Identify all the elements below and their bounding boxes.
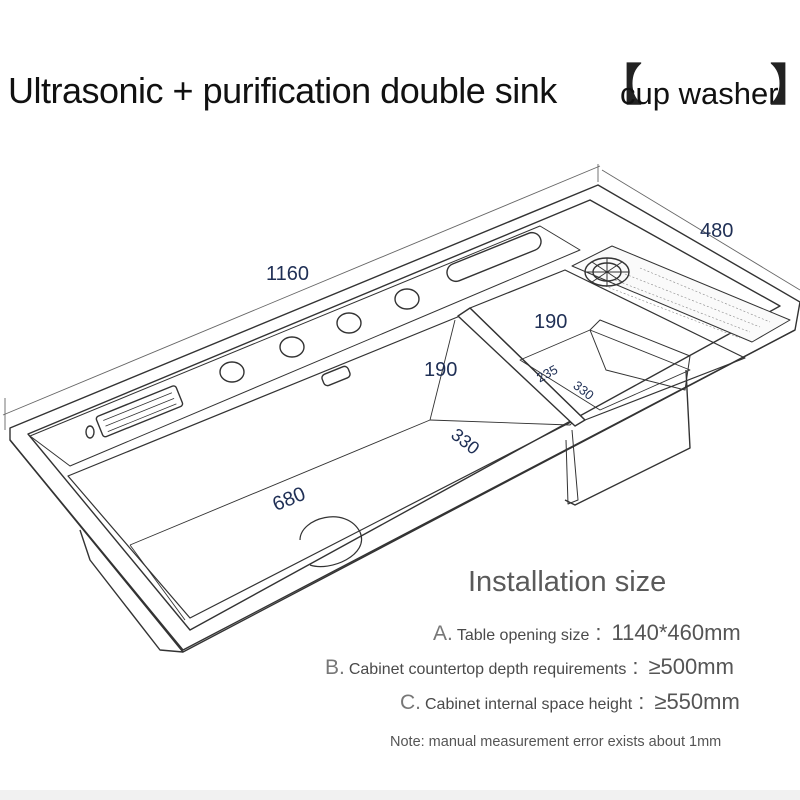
spec-text: Cabinet countertop depth requirements [348, 661, 627, 678]
small-basin [469, 269, 746, 421]
sink-outer-rim [9, 184, 800, 653]
sink-body-right [564, 369, 691, 506]
knife-holder [95, 385, 184, 438]
spec-text: Table opening size [456, 627, 590, 644]
sink-inner-rim [27, 199, 781, 631]
main-basin-floor [129, 544, 186, 621]
sink-back-shelf [29, 225, 581, 467]
spec-row-a: A.Table opening size:1140*460mm [433, 620, 741, 646]
bottom-divider [0, 790, 800, 800]
spec-colon: : [638, 689, 645, 714]
divider-post [565, 429, 579, 505]
control-button-1 [219, 361, 245, 383]
main-basin-wall [429, 319, 456, 421]
spec-row-b: B.Cabinet countertop depth requirements:… [325, 654, 734, 680]
spec-value: ≥500mm [648, 654, 734, 679]
dim-width-label: 480 [700, 220, 733, 242]
dim-main-depth-label: 190 [424, 359, 457, 381]
installation-title: Installation size [468, 566, 667, 598]
control-button-2 [279, 336, 305, 358]
cup-washer-head [584, 257, 630, 287]
cup-washer-bay [589, 319, 691, 391]
title-bracket-close: 】 [770, 64, 800, 108]
dim-length-label: 1160 [266, 263, 309, 285]
spec-colon: : [632, 654, 639, 679]
spec-colon: : [595, 620, 602, 645]
control-button-3 [336, 312, 362, 334]
dimension-line-length [2, 165, 601, 416]
spec-letter: A. [433, 622, 453, 645]
sensor-dot [85, 425, 95, 439]
title-tag: cup washer [620, 76, 779, 111]
faucet-slot [321, 365, 351, 387]
cup-washer-grid [604, 267, 771, 339]
drain-hole [299, 516, 363, 568]
sink-body-left [79, 529, 184, 653]
control-button-4 [394, 288, 420, 310]
spec-text: Cabinet internal space height [425, 696, 633, 713]
sink-rim-edge [9, 329, 796, 651]
spec-value: 1140*460mm [611, 620, 741, 645]
measurement-note: Note: manual measurement error exists ab… [390, 734, 722, 750]
spec-value: ≥550mm [654, 689, 740, 714]
small-basin-floor [519, 329, 691, 411]
dimension-line-width [601, 169, 800, 291]
title-bracket-open: 【 [598, 60, 642, 111]
spec-letter: C. [400, 691, 421, 714]
display-bar [446, 231, 542, 283]
page-title: Ultrasonic + purification double sink [8, 70, 557, 111]
cup-washer-panel [571, 245, 791, 343]
spec-letter: B. [325, 656, 345, 679]
dim-small-depth-label: 190 [534, 311, 567, 333]
spec-row-c: C.Cabinet internal space height: ≥550mm [400, 689, 740, 715]
